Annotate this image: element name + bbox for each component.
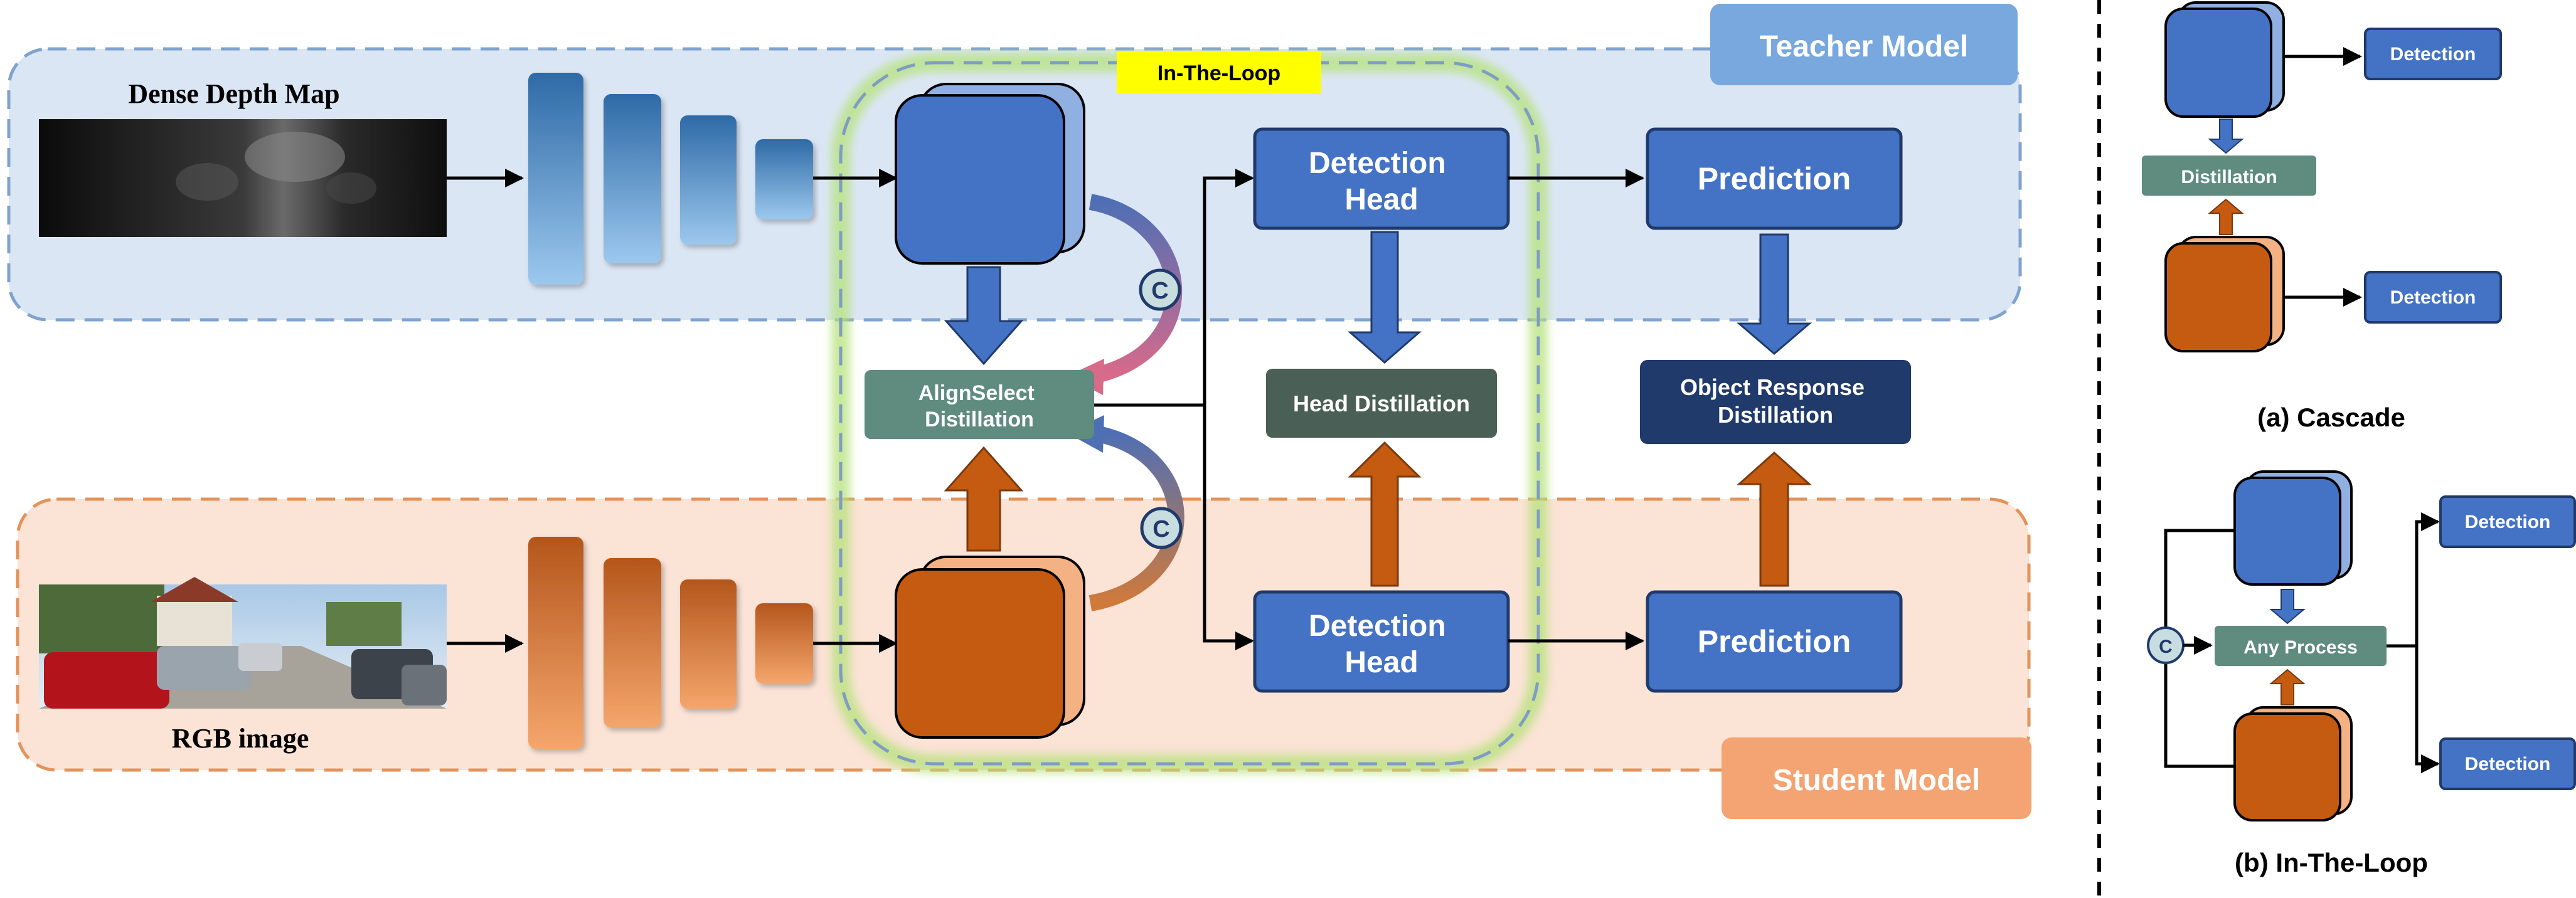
head-distillation-label: Head Distillation: [1293, 391, 1470, 416]
teacher-concat-symbol-label: C: [1151, 278, 1168, 304]
in-the-loop-badge-label: In-The-Loop: [1158, 61, 1280, 85]
connector-to-student-head: [1203, 405, 1254, 650]
in-the-loop-caption: (b) In-The-Loop: [2235, 848, 2428, 877]
itl-detection-top-label: Detection: [2465, 512, 2551, 532]
rgb-image: [39, 577, 447, 709]
cascade-student-feature: [2164, 236, 2285, 352]
student-detection-head-label: Detection Head: [1309, 610, 1454, 679]
itl-teacher-to-process-arrow: [2269, 589, 2306, 625]
teacher-concat-symbol: [1139, 268, 1181, 311]
teacher-head-line-2: Head: [1344, 183, 1418, 216]
itl-connector-to-detection-bottom: [2415, 646, 2440, 773]
object-response-line-2: Distillation: [1718, 402, 1833, 428]
teacher-feature-map: [895, 83, 1085, 265]
student-feature-map: [895, 556, 1085, 739]
depth-map-image: [39, 119, 447, 237]
student-model-tag: [1722, 737, 2031, 819]
in-the-loop-region: [839, 61, 1540, 766]
teacher-encoder: [528, 73, 813, 285]
student-prediction-label: Prediction: [1698, 624, 1851, 659]
itl-teacher-to-concat-line: [2164, 529, 2235, 627]
itl-detection-bottom: [2439, 737, 2576, 790]
student-concat-symbol-label: C: [1152, 516, 1169, 542]
itl-any-process-label: Any Process: [2243, 637, 2358, 658]
itl-detection-bottom-label: Detection: [2465, 754, 2551, 774]
teacher-model-label: Teacher Model: [1760, 30, 1969, 63]
student-head-to-distill-arrow: [1348, 441, 1422, 587]
itl-teacher-feature: [2233, 470, 2353, 586]
student-prediction-box: [1646, 590, 1903, 693]
in-the-loop-badge: [1117, 51, 1321, 94]
cascade-detection-bottom: [2364, 271, 2502, 324]
alignselect-distillation-label: AlignSelect Distillation: [918, 381, 1041, 431]
cascade-detection-top: [2364, 28, 2502, 80]
itl-concat-symbol-label: C: [2159, 637, 2173, 657]
object-response-distillation-label: Object Response Distillation: [1680, 374, 1871, 428]
teacher-prediction-box: [1646, 127, 1903, 230]
teacher-head-line-1: Detection: [1309, 147, 1446, 180]
itl-any-process-box: [2215, 626, 2387, 666]
itl-detection-top: [2439, 495, 2576, 548]
cascade-caption: (a) Cascade: [2257, 403, 2405, 432]
itl-student-to-process-arrow: [2269, 668, 2306, 705]
student-model-label: Student Model: [1773, 764, 1981, 797]
alignselect-line-1: AlignSelect: [918, 381, 1035, 405]
cascade-detection-top-label: Detection: [2390, 44, 2476, 65]
object-response-distillation-box: [1640, 360, 1911, 444]
object-response-line-1: Object Response: [1680, 374, 1865, 400]
rgb-image-label: RGB image: [172, 723, 309, 754]
cascade-distillation-label: Distillation: [2181, 167, 2277, 188]
cascade-student-to-distill-arrow: [2208, 198, 2244, 235]
itl-student-to-concat-line: [2164, 663, 2235, 768]
teacher-detection-head-label: Detection Head: [1309, 147, 1454, 216]
student-to-alignselect-arrow: [944, 446, 1024, 552]
student-concat-symbol: [1140, 507, 1183, 549]
student-prediction-to-response-arrow: [1737, 451, 1812, 587]
teacher-to-alignselect-arrow: [944, 266, 1024, 366]
head-distillation-box: [1266, 369, 1497, 438]
cascade-teacher-feature: [2164, 1, 2285, 118]
itl-student-feature: [2233, 706, 2353, 821]
cascade-detection-bottom-label: Detection: [2390, 287, 2476, 308]
cascade-distillation-box: [2142, 156, 2316, 196]
teacher-prediction-label: Prediction: [1698, 161, 1851, 196]
alignselect-line-2: Distillation: [925, 408, 1034, 431]
depth-map-label: Dense Depth Map: [128, 78, 339, 109]
student-head-line-1: Detection: [1309, 610, 1446, 643]
teacher-model-tag: [1710, 4, 2018, 85]
student-encoder: [528, 537, 813, 749]
teacher-head-to-distill-arrow: [1348, 231, 1422, 364]
student-head-line-2: Head: [1344, 646, 1418, 679]
itl-connector-to-detection-top: [2415, 512, 2440, 646]
connector-to-teacher-head: [1203, 169, 1254, 405]
alignselect-distillation-box: [865, 370, 1094, 439]
teacher-prediction-to-response-arrow: [1736, 233, 1812, 355]
cascade-teacher-to-distill-arrow: [2208, 119, 2244, 154]
